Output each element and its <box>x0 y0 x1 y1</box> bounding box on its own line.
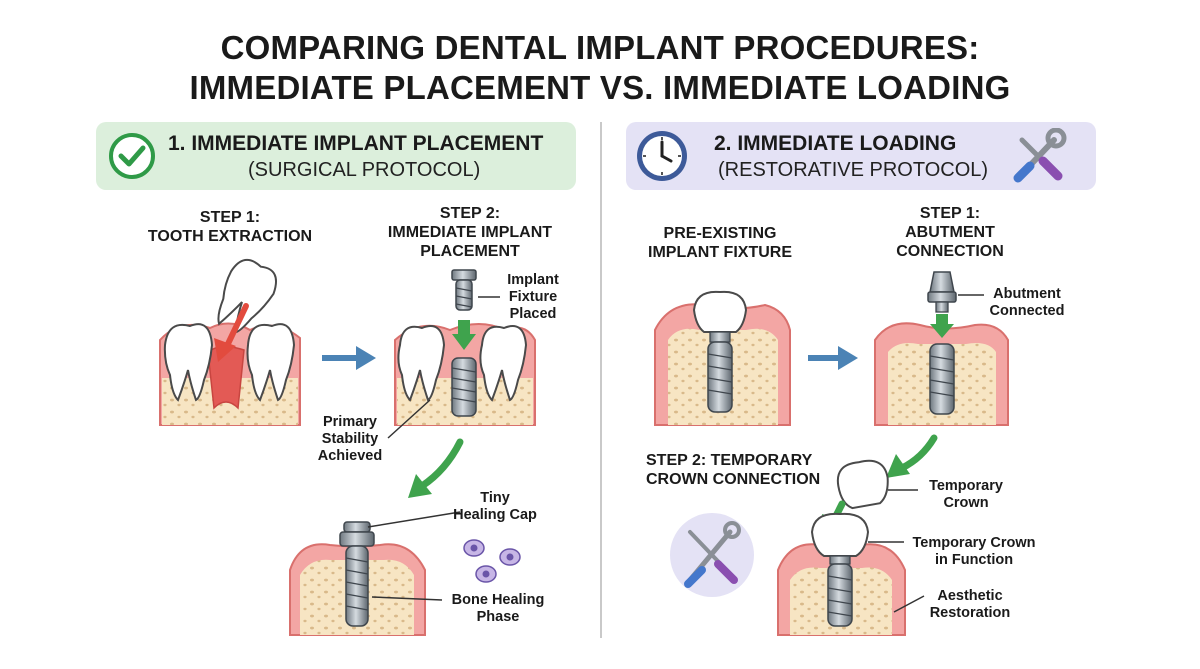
left-banner: 1. IMMEDIATE IMPLANT PLACEMENT (SURGICAL… <box>96 122 576 190</box>
abutment-illustration <box>874 271 1009 426</box>
right-banner-subtitle: (RESTORATIVE PROTOCOL) <box>718 159 989 181</box>
aesthetic-ann-line1: Aesthetic <box>937 588 1003 604</box>
tools-circle-icon <box>670 513 754 597</box>
pre-existing-label: PRE-EXISTING IMPLANT FIXTURE <box>630 224 810 262</box>
pre-line1: PRE-EXISTING <box>663 225 777 242</box>
right-step2-label: STEP 2: TEMPORARY CROWN CONNECTION <box>646 451 836 489</box>
abutment-ann-line2: Connected <box>989 303 1065 319</box>
bone-healing-annotation: Bone Healing Phase <box>438 592 558 626</box>
left-step2-line2: IMMEDIATE IMPLANT <box>387 224 553 241</box>
stability-ann-line3: Achieved <box>317 448 383 464</box>
green-arrow-left-curve <box>408 438 464 498</box>
right-step1-line3: CONNECTION <box>896 243 1004 260</box>
abutment-annotation: Abutment Connected <box>982 286 1072 320</box>
right-step2-line2: CROWN CONNECTION <box>646 471 821 488</box>
right-step2-line1: STEP 2: TEMPORARY <box>646 452 813 469</box>
right-step1-label: STEP 1: ABUTMENT CONNECTION <box>870 204 1030 261</box>
function-ann-line2: in Function <box>934 552 1014 568</box>
cap-ann-line1: Tiny <box>480 490 510 506</box>
temporary-crown-annotation: Temporary Crown <box>918 478 1014 512</box>
healing-cap-annotation: Tiny Healing Cap <box>440 490 550 524</box>
left-step2-line3: PLACEMENT <box>420 243 520 260</box>
right-step1-line1: STEP 1: <box>919 205 981 222</box>
blue-arrow-left <box>322 346 376 370</box>
center-divider <box>600 122 602 638</box>
extraction-illustration <box>159 259 301 426</box>
bone-cells-icon <box>463 539 521 583</box>
right-banner-title: 2. IMMEDIATE LOADING <box>714 132 957 155</box>
crown-in-function-annotation: Temporary Crown in Function <box>904 535 1044 569</box>
pre-line2: IMPLANT FIXTURE <box>648 244 792 261</box>
green-arrow-right-curve <box>886 434 938 478</box>
left-step1-line2: TOOTH EXTRACTION <box>147 228 313 245</box>
temp-ann-line1: Temporary <box>929 478 1003 494</box>
implant-fixture-annotation: Implant Fixture Placed <box>498 272 568 323</box>
implant-ann-line3: Placed <box>509 306 557 322</box>
left-banner-title: 1. IMMEDIATE IMPLANT PLACEMENT <box>168 132 544 155</box>
cap-ann-line2: Healing Cap <box>453 507 537 523</box>
left-step1-label: STEP 1: TOOTH EXTRACTION <box>140 208 320 246</box>
pre-existing-implant-illustration <box>654 290 791 426</box>
title-line-2: IMMEDIATE PLACEMENT VS. IMMEDIATE LOADIN… <box>189 69 1011 106</box>
implant-placement-illustration <box>387 269 536 439</box>
temp-ann-line2: Crown <box>943 495 989 511</box>
aesthetic-ann-line2: Restoration <box>929 605 1011 621</box>
implant-ann-line2: Fixture <box>508 289 558 305</box>
title-line-1: COMPARING DENTAL IMPLANT PROCEDURES: <box>220 29 980 66</box>
blue-arrow-right <box>808 346 858 370</box>
abutment-ann-line1: Abutment <box>993 286 1061 302</box>
primary-stability-annotation: Primary Stability Achieved <box>310 414 390 465</box>
left-step2-line1: STEP 2: <box>439 205 501 222</box>
function-ann-line1: Temporary Crown <box>912 535 1036 551</box>
temporary-crown-illustration <box>777 459 925 636</box>
healing-illustration <box>289 511 521 636</box>
stability-ann-line1: Primary <box>322 414 377 430</box>
aesthetic-restoration-annotation: Aesthetic Restoration <box>918 588 1022 622</box>
implant-ann-line1: Implant <box>507 272 559 288</box>
left-step2-label: STEP 2: IMMEDIATE IMPLANT PLACEMENT <box>370 204 570 261</box>
clock-icon <box>637 131 687 181</box>
bone-ann-line2: Phase <box>476 609 520 625</box>
page-title: COMPARING DENTAL IMPLANT PROCEDURES: IMM… <box>0 28 1200 108</box>
left-step1-line1: STEP 1: <box>199 209 261 226</box>
right-step1-line2: ABUTMENT <box>905 224 995 241</box>
left-banner-subtitle: (SURGICAL PROTOCOL) <box>248 159 481 181</box>
check-circle-icon <box>109 133 155 179</box>
stability-ann-line2: Stability <box>321 431 379 447</box>
right-banner: 2. IMMEDIATE LOADING (RESTORATIVE PROTOC… <box>626 122 1096 190</box>
tools-icon <box>1013 128 1067 183</box>
bone-ann-line1: Bone Healing <box>451 592 545 608</box>
